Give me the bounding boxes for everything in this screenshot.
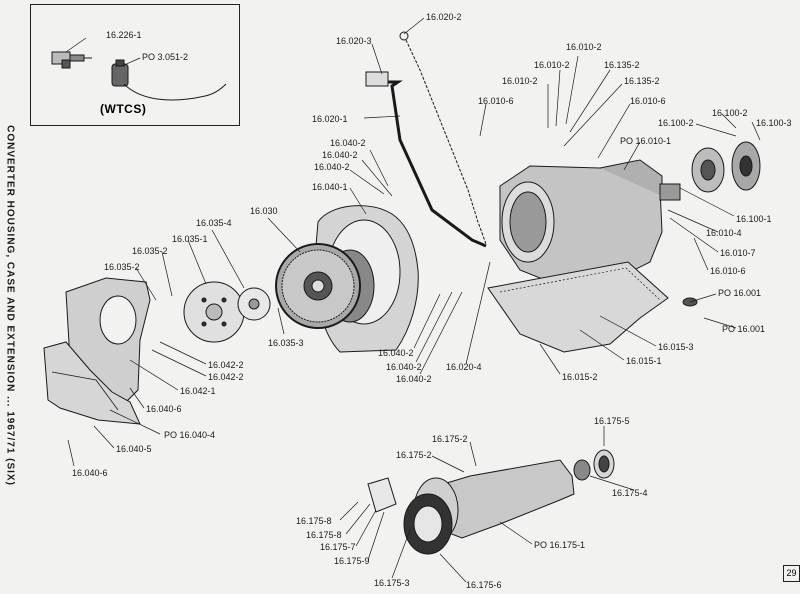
part-label: 16.035-1: [172, 234, 208, 244]
part-label: 16.040-5: [116, 444, 152, 454]
sensor-switch-part: [51, 51, 92, 69]
part-label: 16.010-7: [720, 248, 756, 258]
dust-cover-part: [43, 341, 141, 425]
rear-adapter-part: [659, 141, 761, 201]
part-label: 16.040-6: [72, 468, 108, 478]
part-label: PO 16.001: [718, 288, 762, 298]
part-label: 16.020-1: [312, 114, 348, 124]
part-label: 16.042-1: [180, 386, 216, 396]
reinforcement-plate-part: [237, 287, 271, 321]
part-label: 16.100-2: [658, 118, 694, 128]
part-label: 16.020-3: [336, 36, 372, 46]
part-label: 16.040-2: [396, 374, 432, 384]
part-label: 16.040-2: [314, 162, 350, 172]
extension-gasket-part: [367, 477, 397, 513]
part-label: 16.040-2: [378, 348, 414, 358]
part-label: 16.015-2: [562, 372, 598, 382]
extension-seal-part: [573, 449, 615, 481]
dipstick-tube-part: [365, 71, 487, 248]
part-label: 16.100-2: [712, 108, 748, 118]
part-label: 16.035-4: [196, 218, 232, 228]
part-label: 16.040-6: [146, 404, 182, 414]
part-label: 16.035-2: [132, 246, 168, 256]
part-label: 16.010-2: [534, 60, 570, 70]
part-label: 16.135-2: [604, 60, 640, 70]
part-label: 16.135-2: [624, 76, 660, 86]
part-label: 16.175-9: [334, 556, 370, 566]
part-label: 16.010-6: [630, 96, 666, 106]
oil-pan-part: [487, 261, 669, 353]
part-label: 16.015-3: [658, 342, 694, 352]
part-label: 16.010-4: [706, 228, 742, 238]
part-label: PO 16.040-4: [164, 430, 216, 440]
transmission-case-part: [499, 159, 663, 287]
part-label: 16.035-3: [268, 338, 304, 348]
part-label: 16.175-3: [374, 578, 410, 588]
part-label: 16.175-2: [396, 450, 432, 460]
drive-plate-part: [183, 281, 245, 343]
part-label: 16.010-2: [566, 42, 602, 52]
part-label: 16.175-8: [306, 530, 342, 540]
part-label: 16.175-2: [432, 434, 468, 444]
wtcs-caption: (WTCS): [100, 102, 147, 116]
part-label: 16.020-4: [446, 362, 482, 372]
part-label: 16.015-1: [626, 356, 662, 366]
part-label: 16.040-2: [322, 150, 358, 160]
connector-plug-part: [111, 59, 227, 101]
wtcs-inset-box: [30, 4, 240, 126]
part-label: PO 16.001: [722, 324, 766, 334]
part-label: 16.175-6: [466, 580, 502, 590]
side-title: CONVERTER HOUSING, CASE AND EXTENSION ..…: [4, 125, 16, 486]
part-label: PO 16.010-1: [620, 136, 672, 146]
part-label: 16.042-2: [208, 372, 244, 382]
dipstick-part: [399, 31, 487, 245]
extension-housing-part: [403, 459, 575, 555]
part-label: 16.175-7: [320, 542, 356, 552]
part-label: 16.100-3: [756, 118, 792, 128]
part-label: 16.175-8: [296, 516, 332, 526]
page-number: 29: [783, 565, 800, 582]
part-label: 16.030: [250, 206, 278, 216]
flywheel-part: [275, 243, 361, 329]
part-label: 16.175-4: [612, 488, 648, 498]
part-label: 16.042-2: [208, 360, 244, 370]
part-label: 16.010-2: [502, 76, 538, 86]
leader-lines: [67, 17, 761, 583]
part-label: 16.040-2: [386, 362, 422, 372]
part-label: 16.020-2: [426, 12, 462, 22]
part-label: PO 16.175-1: [534, 540, 586, 550]
part-label: 16.040-1: [312, 182, 348, 192]
part-label: 16.010-6: [710, 266, 746, 276]
part-label: PO 3.051-2: [142, 52, 189, 62]
part-label: 16.040-2: [330, 138, 366, 148]
part-label: 16.010-6: [478, 96, 514, 106]
part-label: 16.100-1: [736, 214, 772, 224]
part-label: 16.035-2: [104, 262, 140, 272]
part-label: 16.175-5: [594, 416, 630, 426]
part-label: 16.226-1: [106, 30, 142, 40]
